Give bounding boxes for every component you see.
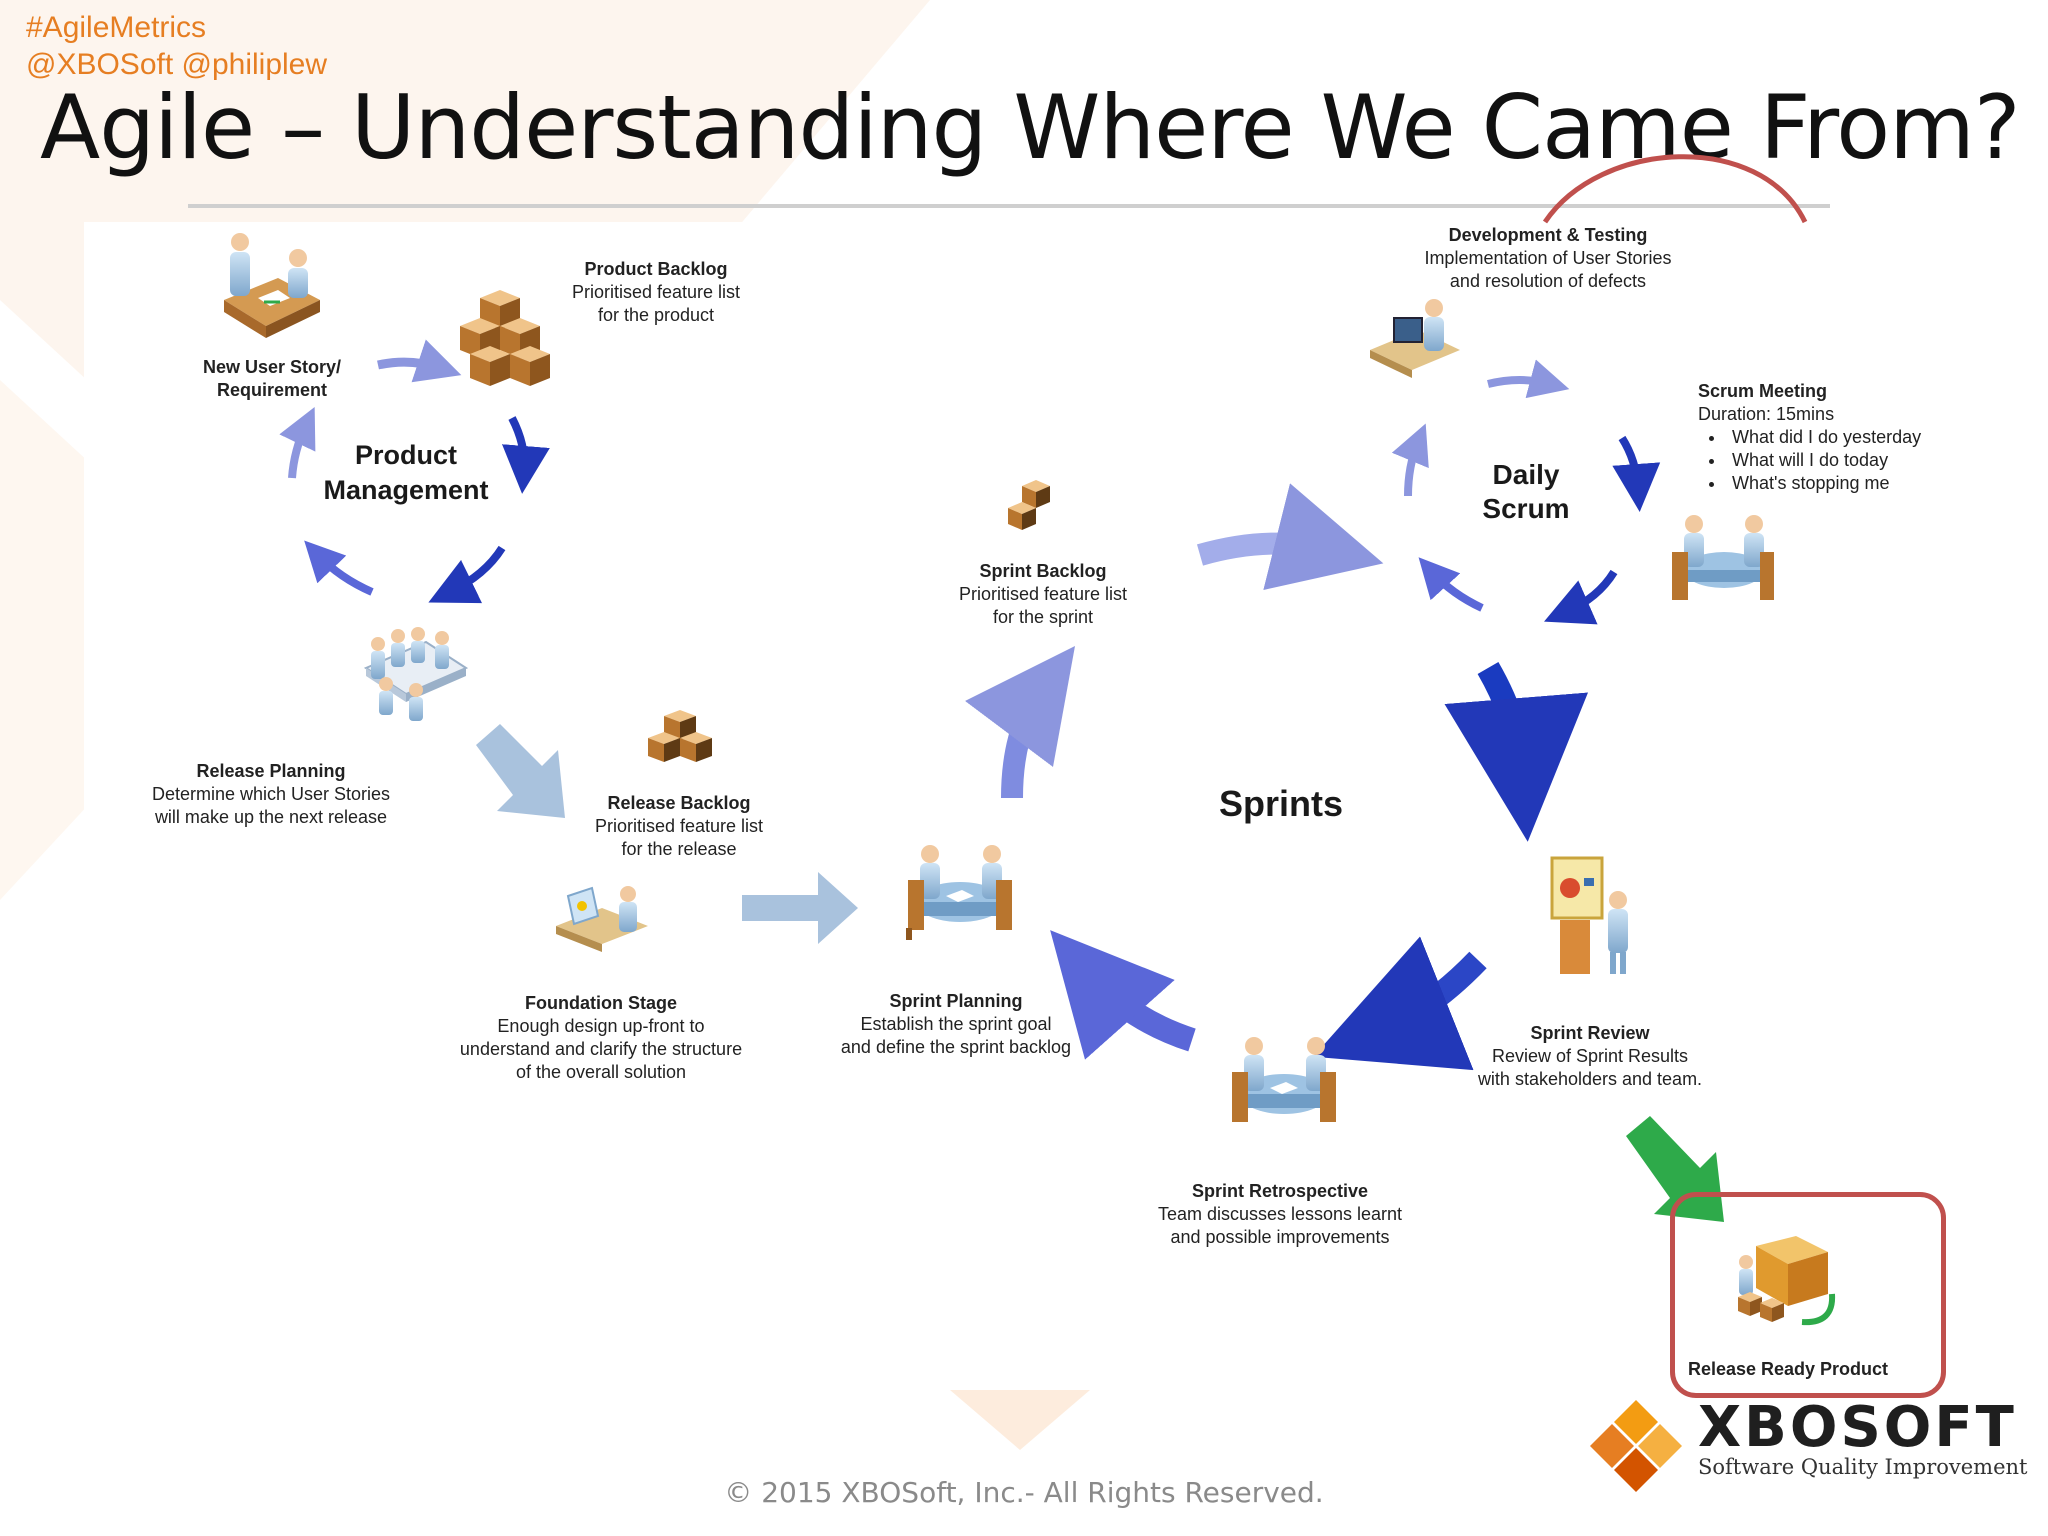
foundation-line2: understand and clarify the structure xyxy=(459,1039,743,1059)
label-development-testing: Development & Testing Implementation of … xyxy=(1398,224,1698,293)
arrow-foundation-to-planning xyxy=(742,872,858,944)
sprint-backlog-line1: Prioritised feature list xyxy=(958,584,1128,604)
release-backlog-title: Release Backlog xyxy=(607,793,751,813)
dev-testing-line2: and resolution of defects xyxy=(1449,271,1647,291)
label-scrum-meeting: Scrum Meeting Duration: 15mins What did … xyxy=(1698,380,1958,495)
slide-title: Agile – Understanding Where We Came From… xyxy=(40,76,2021,179)
xbosoft-logo-icon xyxy=(1590,1400,1682,1492)
arrow-daily-left-up xyxy=(1391,423,1429,497)
arrow-daily-to-review xyxy=(1444,662,1589,842)
label-sprint-review: Sprint Review Review of Sprint Results w… xyxy=(1460,1022,1720,1091)
release-planning-title: Release Planning xyxy=(196,761,346,781)
dev-testing-title: Development & Testing xyxy=(1448,225,1648,245)
product-backlog-title: Product Backlog xyxy=(584,259,728,279)
arrow-daily-top xyxy=(1487,359,1570,399)
release-planning-line2: will make up the next release xyxy=(154,807,388,827)
boxes-icon xyxy=(460,290,550,386)
scrum-meeting-duration: Duration: 15mins xyxy=(1698,404,1835,424)
hashtag-text: #AgileMetrics xyxy=(26,11,207,44)
arrow-pm-bottom-right xyxy=(428,545,506,604)
sprint-review-title: Sprint Review xyxy=(1530,1023,1650,1043)
label-sprint-planning: Sprint Planning Establish the sprint goa… xyxy=(818,990,1094,1059)
presenter-board-icon xyxy=(1550,856,1628,974)
title-divider xyxy=(188,204,1830,208)
sprint-planning-line2: and define the sprint backlog xyxy=(840,1037,1072,1057)
foundation-title: Foundation Stage xyxy=(525,993,677,1013)
sprint-planning-line1: Establish the sprint goal xyxy=(860,1014,1052,1034)
meeting-people-icon xyxy=(224,233,320,338)
label-foundation-stage: Foundation Stage Enough design up-front … xyxy=(436,992,766,1084)
logo-tagline: Software Quality Improvement xyxy=(1698,1455,2028,1479)
release-ready-title: Release Ready Product xyxy=(1687,1359,1889,1379)
release-backlog-line2: for the release xyxy=(621,839,737,859)
cycle-label-sprints: Sprints xyxy=(1218,783,1343,824)
sprint-planning-title: Sprint Planning xyxy=(889,991,1023,1011)
arrow-pm-bottom-left xyxy=(304,540,374,596)
sprint-backlog-line2: for the sprint xyxy=(992,607,1094,627)
label-release-planning: Release Planning Determine which User St… xyxy=(126,760,416,829)
sprint-retro-line1: Team discusses lessons learnt xyxy=(1157,1204,1403,1224)
arrow-backlog-down xyxy=(501,416,550,494)
scrum-question-item: What's stopping me xyxy=(1726,472,1958,495)
meeting-people-icon xyxy=(1672,515,1774,600)
sprint-retro-title: Sprint Retrospective xyxy=(1191,1181,1369,1201)
arrow-daily-bottom-left xyxy=(1418,557,1484,612)
release-backlog-line1: Prioritised feature list xyxy=(594,816,764,836)
arrow-planning-to-backlog xyxy=(476,724,565,818)
conference-table-icon xyxy=(363,627,469,721)
meeting-people-icon xyxy=(1232,1037,1336,1122)
label-release-backlog: Release Backlog Prioritised feature list… xyxy=(566,792,792,861)
developer-computer-icon xyxy=(1370,299,1460,378)
product-backlog-line1: Prioritised feature list xyxy=(571,282,741,302)
designer-desk-icon xyxy=(556,886,648,952)
foundation-line1: Enough design up-front to xyxy=(497,1016,705,1036)
meeting-people-icon xyxy=(906,845,1012,940)
label-sprint-backlog: Sprint Backlog Prioritised feature list … xyxy=(930,560,1156,629)
release-ready-highlight-box xyxy=(1670,1192,1946,1398)
boxes-icon xyxy=(1008,480,1050,530)
scrum-question-item: What did I do yesterday xyxy=(1726,426,1958,449)
sprint-retro-line2: and possible improvements xyxy=(1170,1227,1390,1247)
arrow-story-to-backlog xyxy=(377,339,462,383)
scrum-meeting-questions: What did I do yesterday What will I do t… xyxy=(1698,426,1958,495)
label-release-ready: Release Ready Product xyxy=(1672,1358,1904,1381)
product-backlog-line2: for the product xyxy=(597,305,715,325)
delivery-truck-icon xyxy=(1738,1236,1836,1326)
twitter-handles: @XBOSoft @philiplew xyxy=(26,48,328,81)
sprint-review-line2: with stakeholders and team. xyxy=(1477,1069,1703,1089)
foundation-line3: of the overall solution xyxy=(515,1062,687,1082)
arrow-daily-right-down xyxy=(1612,435,1661,512)
label-product-backlog: Product Backlog Prioritised feature list… xyxy=(542,258,770,327)
dev-testing-line1: Implementation of User Stories xyxy=(1424,248,1672,268)
label-new-user-story: New User Story/ Requirement xyxy=(186,356,358,402)
sprint-backlog-title: Sprint Backlog xyxy=(979,561,1107,581)
scrum-meeting-title: Scrum Meeting xyxy=(1698,381,1828,401)
release-planning-line1: Determine which User Stories xyxy=(151,784,391,804)
logo-wordmark: XBOSOFT xyxy=(1698,1395,2017,1460)
arrow-pm-left-up xyxy=(279,406,316,479)
cycle-label-product-management: Product Management xyxy=(323,440,489,505)
copyright-text: © 2015 XBOSoft, Inc.- All Rights Reserve… xyxy=(724,1476,1324,1509)
arrow-review-to-retro xyxy=(1313,936,1487,1071)
scrum-question-item: What will I do today xyxy=(1726,449,1958,472)
arrow-planning-to-sprint-backlog xyxy=(965,645,1075,799)
sprint-review-line1: Review of Sprint Results xyxy=(1491,1046,1689,1066)
new-user-story-title: New User Story/ Requirement xyxy=(202,357,342,400)
arrow-backlog-to-daily xyxy=(1196,483,1384,591)
label-sprint-retrospective: Sprint Retrospective Team discusses less… xyxy=(1130,1180,1430,1249)
xbosoft-logo: XBOSOFT Software Quality Improvement xyxy=(1588,1398,2027,1498)
arrow-daily-bottom-right xyxy=(1544,569,1618,625)
boxes-icon xyxy=(648,710,712,762)
highlight-arc xyxy=(1542,154,1808,224)
cycle-label-daily-scrum: Daily Scrum xyxy=(1482,459,1570,524)
arrow-retro-to-planning xyxy=(1050,930,1196,1060)
